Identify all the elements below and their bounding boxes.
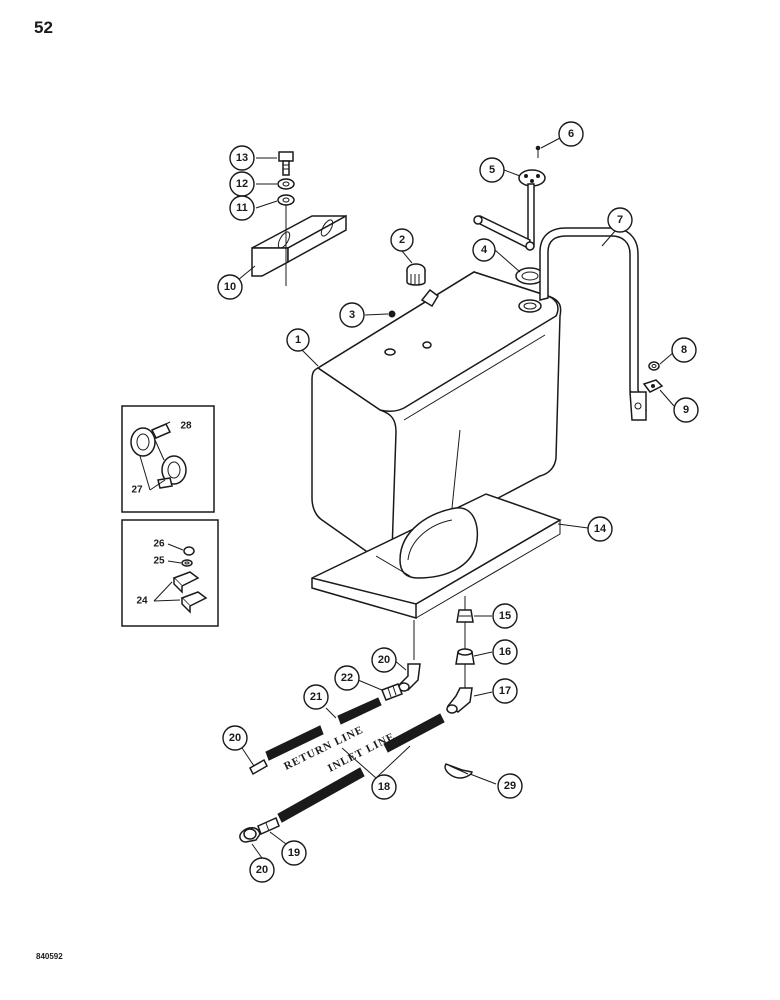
callout-17: 17 — [492, 678, 518, 704]
svg-text:20: 20 — [378, 654, 390, 666]
callout-14: 14 — [587, 516, 613, 542]
callout-8: 8 — [671, 337, 697, 363]
svg-text:26: 26 — [153, 539, 165, 550]
svg-text:27: 27 — [131, 485, 143, 496]
elbow-20-top — [398, 663, 421, 692]
lockwasher-12 — [277, 178, 295, 190]
svg-text:22: 22 — [341, 672, 353, 684]
callout-10: 10 — [217, 274, 243, 300]
nut-8 — [648, 361, 660, 371]
svg-text:19: 19 — [288, 847, 300, 859]
svg-text:5: 5 — [489, 164, 495, 176]
washer-11 — [277, 194, 295, 206]
return-hose-22-upper — [337, 697, 382, 725]
svg-text:21: 21 — [310, 691, 322, 703]
svg-text:28: 28 — [180, 421, 192, 432]
sending-unit-5 — [473, 169, 546, 251]
svg-text:24: 24 — [136, 596, 148, 607]
svg-text:8: 8 — [681, 344, 687, 356]
callout-23: 22 — [334, 665, 360, 691]
callout-9: 9 — [673, 397, 699, 423]
svg-text:14: 14 — [594, 523, 607, 535]
callout-26: 26 — [153, 539, 165, 550]
callout-5: 5 — [479, 157, 505, 183]
callout-13: 13 — [229, 145, 255, 171]
plug-3 — [388, 310, 396, 318]
callout-29: 29 — [497, 773, 523, 799]
callout-16: 16 — [492, 639, 518, 665]
callout-22: 21 — [303, 684, 329, 710]
inlet-hose-18-lower — [277, 767, 365, 823]
inlet-hose-18-upper — [383, 713, 445, 753]
svg-text:18: 18 — [378, 781, 390, 793]
callout-6: 6 — [558, 121, 584, 147]
callout-25: 25 — [153, 556, 165, 567]
mounting-bracket — [251, 200, 347, 286]
page-number: 52 — [34, 18, 53, 37]
inset-box-clamps — [121, 405, 215, 513]
callout-19: 19 — [281, 840, 307, 866]
svg-text:20: 20 — [256, 864, 268, 876]
svg-text:3: 3 — [349, 309, 355, 321]
callout-20-bottom: 20 — [249, 857, 275, 883]
filler-neck-2 — [406, 263, 439, 308]
tank-pad-14 — [311, 429, 562, 619]
callout-15: 15 — [492, 603, 518, 629]
bolt-13 — [278, 151, 294, 176]
callout-28: 28 — [180, 421, 192, 432]
callout-3: 3 — [339, 302, 365, 328]
svg-text:4: 4 — [481, 244, 488, 256]
plate-9 — [642, 379, 664, 393]
clip-29 — [444, 763, 473, 779]
callout-20-top: 20 — [371, 647, 397, 673]
callout-1: 1 — [286, 328, 310, 352]
svg-text:10: 10 — [224, 281, 236, 293]
svg-text:25: 25 — [153, 556, 165, 567]
connector-23 — [381, 683, 403, 701]
svg-text:15: 15 — [499, 610, 511, 622]
svg-text:13: 13 — [236, 152, 248, 164]
callout-2: 2 — [390, 228, 414, 252]
svg-text:29: 29 — [504, 780, 516, 792]
svg-text:1: 1 — [295, 334, 301, 346]
svg-text:20: 20 — [229, 732, 241, 744]
callout-24: 24 — [136, 596, 148, 607]
tank-strap-7 — [539, 227, 648, 421]
fitting-15 — [456, 609, 474, 623]
screw-6 — [535, 145, 541, 158]
return-hose-22-lower — [265, 725, 324, 761]
callout-27: 27 — [131, 485, 143, 496]
svg-text:16: 16 — [499, 646, 511, 658]
callout-21: 20 — [222, 725, 248, 751]
callout-7: 7 — [607, 207, 633, 233]
svg-text:2: 2 — [399, 234, 405, 246]
callout-11: 11 — [229, 195, 255, 221]
svg-text:7: 7 — [617, 214, 623, 226]
elbow-17 — [446, 687, 473, 714]
svg-text:12: 12 — [236, 178, 248, 190]
fitting-19 — [257, 816, 280, 836]
fitting-16 — [455, 648, 475, 665]
svg-text:11: 11 — [236, 202, 248, 214]
svg-text:9: 9 — [683, 404, 689, 416]
svg-text:6: 6 — [568, 128, 574, 140]
callout-12: 12 — [229, 171, 255, 197]
inset-box-fasteners — [121, 519, 219, 627]
stub-21 — [249, 758, 268, 776]
figure-code: 840592 — [36, 952, 63, 961]
callout-18: 18 — [371, 774, 397, 800]
elbow-20-bottom — [239, 827, 261, 843]
svg-text:17: 17 — [499, 685, 511, 697]
callout-4: 4 — [472, 238, 496, 262]
leader-lines — [139, 137, 675, 859]
